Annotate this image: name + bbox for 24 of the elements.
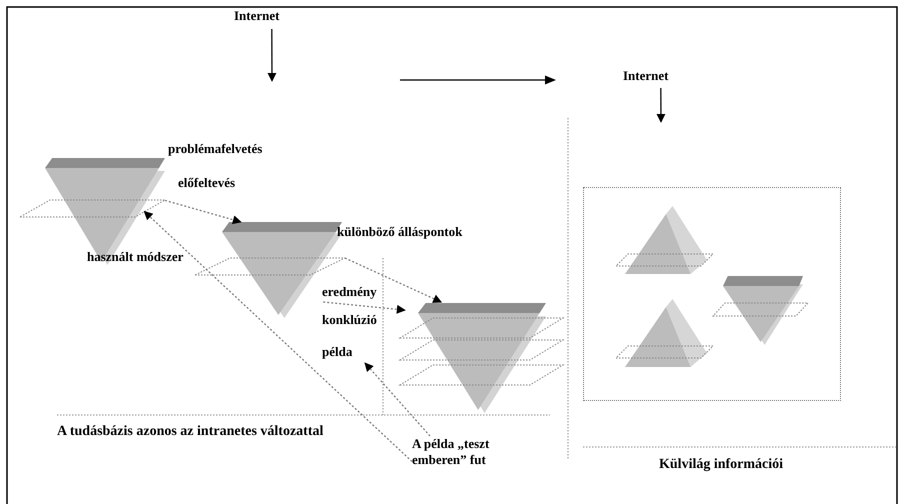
dotted-frame <box>583 187 841 401</box>
arrow <box>144 210 412 462</box>
pyramid-drawing <box>613 204 713 276</box>
pyramid-drawing <box>613 297 713 369</box>
text-label: Internet <box>234 8 294 26</box>
step-label: problémafelvetés <box>168 141 262 156</box>
pyramid-drawing <box>711 274 811 346</box>
text-label: eredmény <box>322 284 382 300</box>
step-label: előfeltevés <box>178 175 236 190</box>
arrow <box>344 257 442 303</box>
text-label: Internet <box>623 68 683 86</box>
step-label: különböző álláspontok <box>337 224 462 239</box>
step-label: használt módszer <box>87 249 184 264</box>
caption-text: A tudásbázis azonos az intranetes változattal <box>57 424 324 439</box>
text-label: példa <box>322 344 362 360</box>
step-label: konklúzió <box>322 312 377 327</box>
arrow <box>656 88 666 123</box>
caption-text: Külvilág információi <box>659 457 784 472</box>
arrow <box>164 200 242 224</box>
pyramid-drawing <box>400 301 565 415</box>
arrow <box>323 301 406 314</box>
text-label: A példa „teszt emberen” fut <box>412 436 512 470</box>
arrow <box>364 362 430 436</box>
arrow <box>267 29 276 82</box>
